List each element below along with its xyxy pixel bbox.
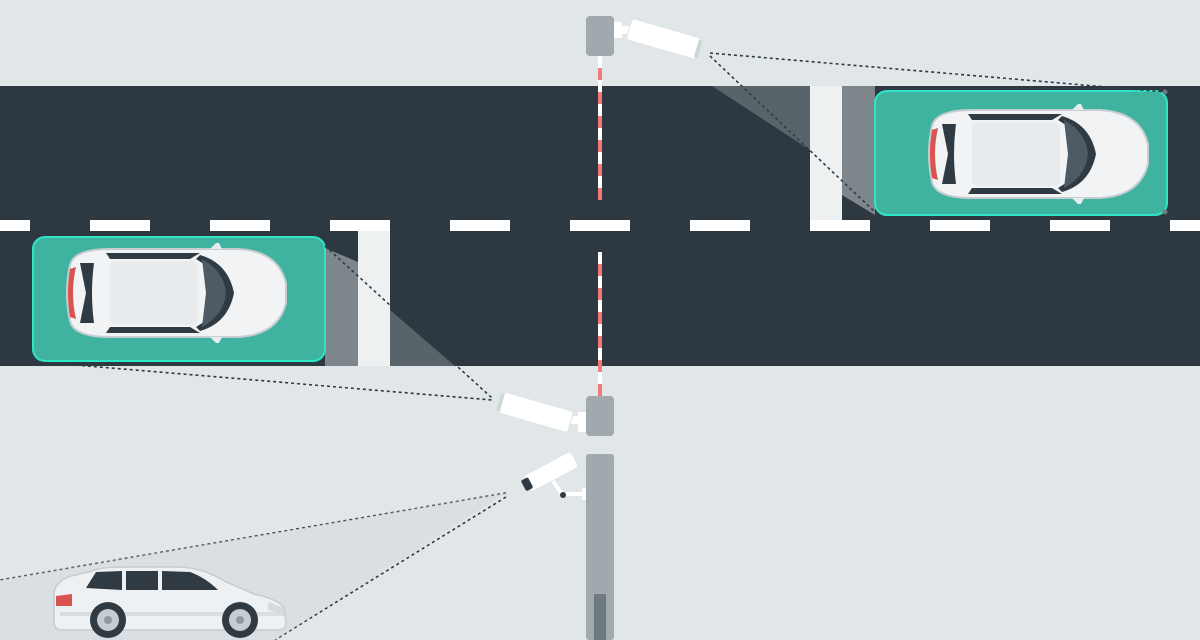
sight-line xyxy=(324,245,493,399)
pole-top xyxy=(586,16,614,56)
cctv-camera-icon xyxy=(495,391,586,433)
stop-line-top-lane xyxy=(810,86,842,220)
pole-bottom xyxy=(586,454,614,640)
car-top-view-icon xyxy=(928,104,1149,204)
stop-line-bottom-lane xyxy=(358,231,390,366)
lane-dash xyxy=(1050,220,1110,231)
lane-dash xyxy=(210,220,270,231)
top-camera-field-of-view-far xyxy=(712,86,810,150)
lane-dash xyxy=(690,220,750,231)
station-wagon-side-view-icon xyxy=(53,566,287,638)
top-camera-field-of-view xyxy=(842,86,875,215)
box-corner-marker xyxy=(1162,209,1168,215)
lane-dash xyxy=(90,220,150,231)
lane-dash xyxy=(450,220,510,231)
bottom-camera-field-of-view xyxy=(325,248,358,366)
box-corner-marker xyxy=(1162,89,1168,95)
lane-divider xyxy=(0,220,1200,231)
lane-dash xyxy=(0,220,30,231)
lane-dash xyxy=(810,220,870,231)
car-top-view-icon xyxy=(66,243,287,343)
dome-cctv-camera-icon xyxy=(521,451,586,500)
sight-line xyxy=(709,55,876,213)
bottom-camera-field-of-view-near xyxy=(390,310,455,366)
wheel xyxy=(90,602,126,638)
lane-dash xyxy=(1170,220,1200,231)
cctv-camera-icon xyxy=(614,18,703,60)
lane-dash xyxy=(930,220,990,231)
pole-middle xyxy=(586,396,614,436)
wheel xyxy=(222,602,258,638)
lane-dash xyxy=(570,220,630,231)
sight-line xyxy=(709,52,1166,93)
lane-dash xyxy=(330,220,390,231)
pole-bottom-detail xyxy=(594,594,606,640)
